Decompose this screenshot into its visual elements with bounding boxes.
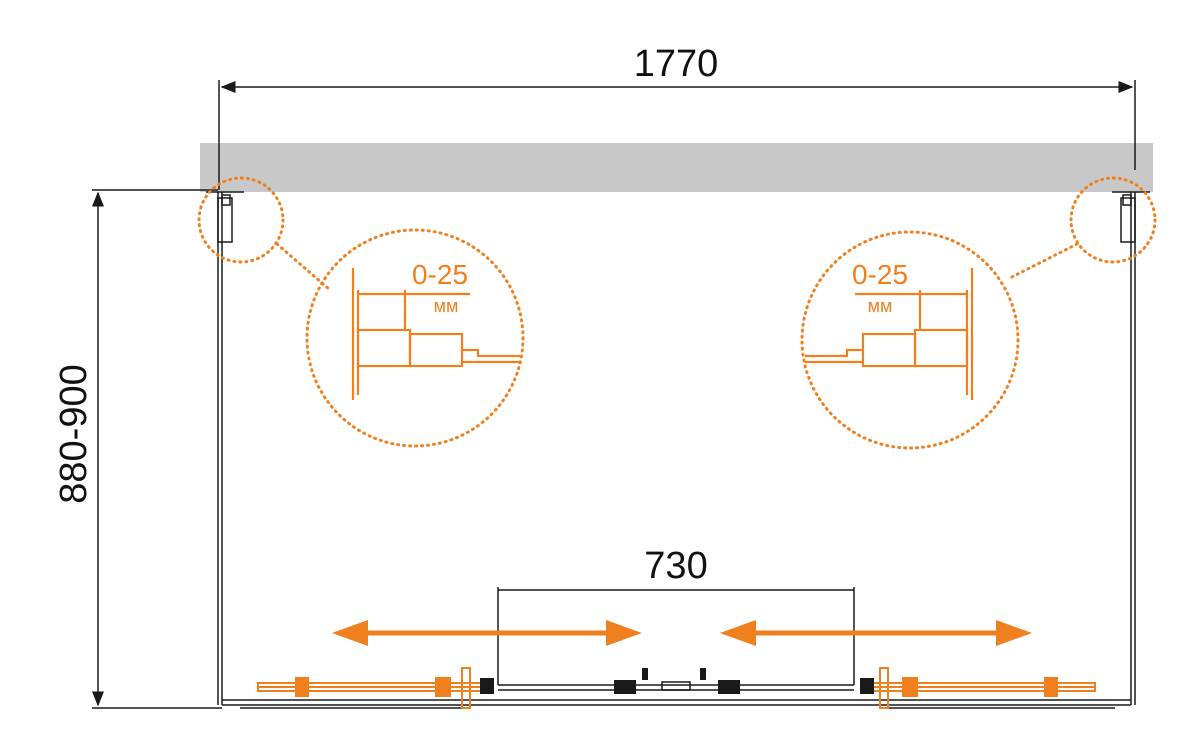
depth-dimension [92,189,222,709]
left-sliding-panel [257,667,489,709]
left-detail-range: 0-25 [412,259,468,290]
left-detail-callout [197,176,525,448]
wall-band [200,143,1153,192]
left-side-profile [206,191,244,705]
left-detail-unit: мм [434,296,459,316]
depth-label: 880-900 [53,364,95,503]
rollers-and-handles [480,668,874,694]
right-sliding-panel [864,667,1096,709]
left-door-travel-arrow [332,620,642,646]
left-detail-profile [351,268,520,400]
bottom-rail [222,684,1131,709]
right-side-profile [1112,191,1150,705]
right-detail-callout [800,176,1157,450]
right-door-travel-arrow [720,620,1032,646]
right-detail-unit: мм [868,296,893,316]
overall-width-dimension [218,80,1136,190]
entrance-width-label: 730 [644,545,707,587]
entrance-width-dimension [497,587,855,685]
right-detail-profile [805,268,974,400]
right-detail-range: 0-25 [852,259,908,290]
overall-width-label: 1770 [634,43,719,85]
